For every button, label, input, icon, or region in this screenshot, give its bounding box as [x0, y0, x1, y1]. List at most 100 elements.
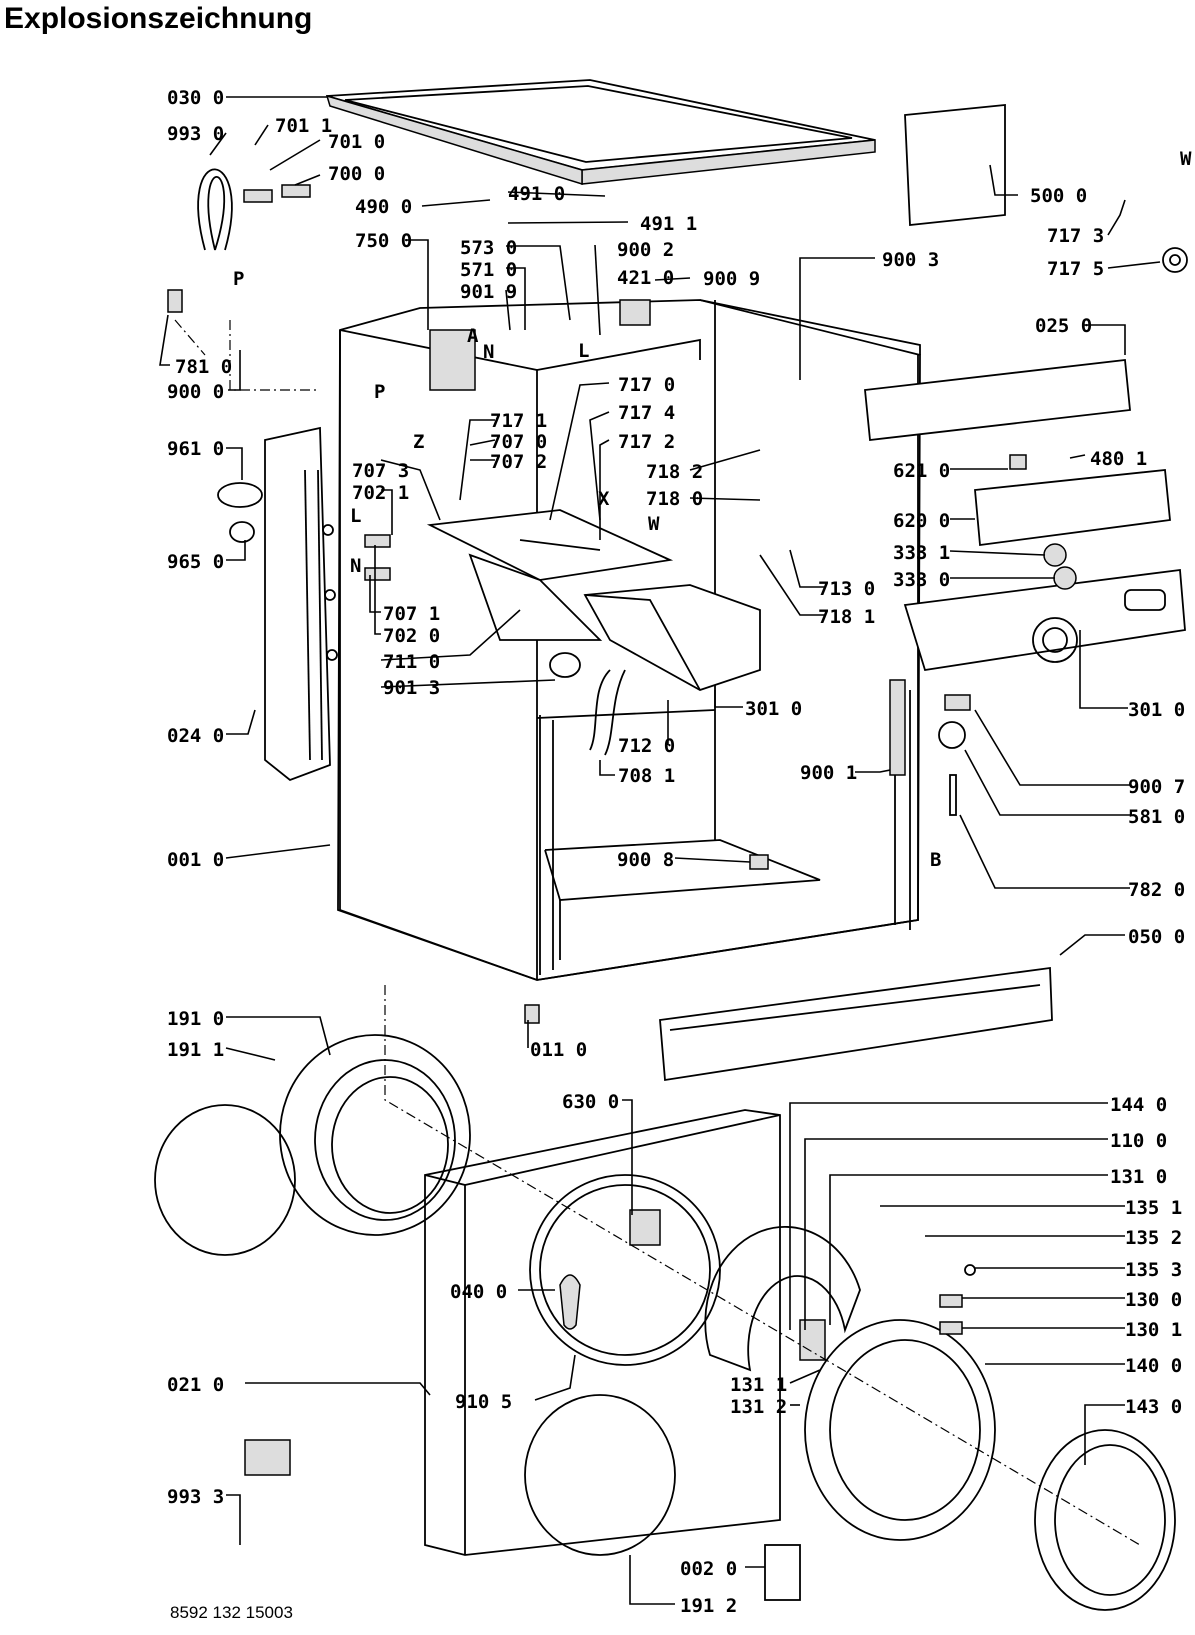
part-label: 025 0: [1035, 315, 1092, 337]
part-labels: 030 0 993 0 701 1 701 0 700 0 490 0 491 …: [167, 87, 1185, 1617]
connector-letter: N: [483, 341, 494, 363]
part-label: 713 0: [818, 578, 875, 600]
part-label: 707 3: [352, 460, 409, 482]
part-label: 717 4: [618, 402, 675, 424]
front-panel-drawing: [424, 1109, 781, 1556]
part-label: 191 0: [167, 1008, 224, 1030]
part-label: 900 9: [703, 268, 760, 290]
part-label: 480 1: [1090, 448, 1147, 470]
document-number: 8592 132 15003: [170, 1603, 293, 1622]
part-label: 900 0: [167, 381, 224, 403]
part-label: 718 2: [646, 461, 703, 483]
connector-letter: B: [930, 849, 941, 871]
part-label: 021 0: [167, 1374, 224, 1396]
part-label: 900 8: [617, 849, 674, 871]
part-label: 040 0: [450, 1281, 507, 1303]
part-label: 718 1: [818, 606, 875, 628]
connector-letter: W: [1180, 148, 1192, 170]
part-label: 718 0: [646, 488, 703, 510]
part-label: 491 0: [508, 183, 565, 205]
part-label: 143 0: [1125, 1396, 1182, 1418]
part-label: 701 1: [275, 115, 332, 137]
part-label: 630 0: [562, 1091, 619, 1113]
part-label: 421 0: [617, 267, 674, 289]
part-label: 130 0: [1125, 1289, 1182, 1311]
diagram-title: Explosionszeichnung: [4, 2, 313, 35]
part-label: 135 3: [1125, 1259, 1182, 1281]
part-label: 993 3: [167, 1486, 224, 1508]
part-label: 030 0: [167, 87, 224, 109]
part-label: 965 0: [167, 551, 224, 573]
part-label: 500 0: [1030, 185, 1087, 207]
part-label: 110 0: [1110, 1130, 1167, 1152]
part-label: 711 0: [383, 651, 440, 673]
part-label: 993 0: [167, 123, 224, 145]
part-label: 750 0: [355, 230, 412, 252]
part-label: 708 1: [618, 765, 675, 787]
part-label: 621 0: [893, 460, 950, 482]
part-label: 130 1: [1125, 1319, 1182, 1341]
part-label: 333 1: [893, 542, 950, 564]
control-panel-drawing: [903, 568, 1186, 672]
part-label: 131 0: [1110, 1166, 1167, 1188]
part-label: 573 0: [460, 237, 517, 259]
part-label: 131 1: [730, 1374, 787, 1396]
part-label: 011 0: [530, 1039, 587, 1061]
connector-letters: P P A N L Z X W W L N B: [233, 148, 1192, 871]
part-label: 901 9: [460, 281, 517, 303]
door-seal-drawing: [154, 1034, 471, 1256]
part-label: 700 0: [328, 163, 385, 185]
part-label: 301 0: [745, 698, 802, 720]
detergent-drawer-drawing: [426, 509, 761, 756]
part-label: 717 5: [1047, 258, 1104, 280]
part-label: 131 2: [730, 1396, 787, 1418]
part-label: 002 0: [680, 1558, 737, 1580]
connector-letter: X: [598, 488, 610, 510]
connector-letter: Z: [413, 431, 424, 453]
part-label: 961 0: [167, 438, 224, 460]
part-label: 301 0: [1128, 699, 1185, 721]
part-label: 910 5: [455, 1391, 512, 1413]
connector-letter: N: [350, 555, 361, 577]
part-label: 490 0: [355, 196, 412, 218]
part-label: 491 1: [640, 213, 697, 235]
kickplate-drawing: [659, 966, 1053, 1082]
part-label: 191 2: [680, 1595, 737, 1617]
leader-lines: [159, 96, 1161, 1605]
connector-letter: L: [350, 505, 361, 527]
part-label: 900 1: [800, 762, 857, 784]
part-label: 707 1: [383, 603, 440, 625]
part-label: 571 0: [460, 259, 517, 281]
small-parts-drawing: [167, 168, 1188, 1601]
part-label: 140 0: [1125, 1355, 1182, 1377]
part-label: 900 3: [882, 249, 939, 271]
rear-panel-drawing: [264, 426, 338, 782]
connector-letter: P: [233, 268, 244, 290]
part-label: 717 3: [1047, 225, 1104, 247]
part-label: 717 1: [490, 410, 547, 432]
part-label: 050 0: [1128, 926, 1185, 948]
electronics-drawing: [864, 104, 1171, 547]
top-lid-drawing: [325, 79, 876, 186]
part-label: 702 1: [352, 482, 409, 504]
part-label: 135 1: [1125, 1197, 1182, 1219]
part-label: 702 0: [383, 625, 440, 647]
part-label: 712 0: [618, 735, 675, 757]
part-label: 191 1: [167, 1039, 224, 1061]
part-label: 901 3: [383, 677, 440, 699]
connector-letter: W: [648, 513, 660, 535]
part-label: 333 0: [893, 569, 950, 591]
connector-letter: A: [467, 325, 479, 347]
part-label: 900 2: [617, 239, 674, 261]
drawing: [154, 79, 1188, 1611]
part-label: 581 0: [1128, 806, 1185, 828]
part-label: 135 2: [1125, 1227, 1182, 1249]
part-label: 707 2: [490, 451, 547, 473]
part-label: 782 0: [1128, 879, 1185, 901]
connector-letter: L: [578, 340, 589, 362]
part-label: 144 0: [1110, 1094, 1167, 1116]
part-label: 717 2: [618, 431, 675, 453]
door-drawing: [524, 1225, 1176, 1611]
part-label: 001 0: [167, 849, 224, 871]
